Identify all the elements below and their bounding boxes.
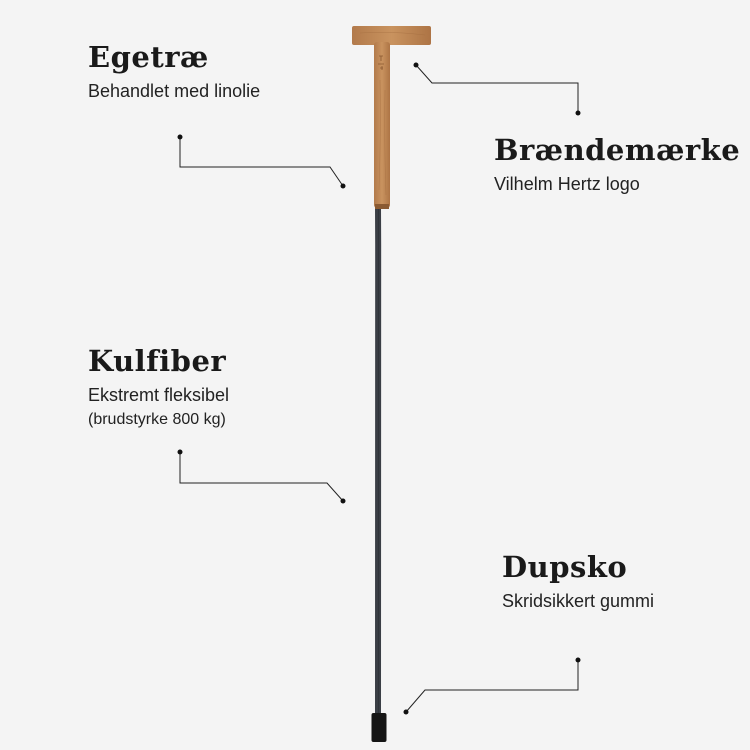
callout-subtitle: Behandlet med linolie <box>88 80 261 101</box>
callout-title: Egetræ <box>88 40 209 74</box>
handle-top-bar <box>352 26 431 45</box>
callout-note: (brudstyrke 800 kg) <box>88 411 226 429</box>
callout-subtitle: Ekstremt fleksibel <box>88 384 230 405</box>
callout-subtitle: Skridsikkert gummi <box>502 590 655 611</box>
callout-kulfiber: Kulfiber Ekstremt fleksibel (brudstyrke … <box>88 344 229 431</box>
wood-grain <box>359 32 426 196</box>
callout-dot <box>177 134 183 140</box>
callout-line-kulfiber <box>179 452 344 502</box>
rubber-tip <box>371 713 387 742</box>
callout-line-braendemaerke <box>415 64 579 113</box>
handle-stem <box>374 42 390 208</box>
callout-braendemaerke: Brændemærke Vilhelm Hertz logo <box>494 133 740 196</box>
callout-title: Kulfiber <box>88 344 227 378</box>
handle-ferrule <box>375 204 389 209</box>
callout-dot <box>340 498 346 504</box>
callout-line-dupsko <box>405 660 579 713</box>
callout-subtitle: Vilhelm Hertz logo <box>494 173 640 194</box>
callout-title: Dupsko <box>502 550 628 584</box>
callout-dot <box>340 183 346 189</box>
callout-line-egetrae <box>179 137 344 187</box>
callout-dupsko: Dupsko Skridsikkert gummi <box>502 550 654 613</box>
callout-dot <box>575 110 581 116</box>
callout-dot <box>177 449 183 455</box>
callout-dot <box>413 62 419 68</box>
callout-title: Brændemærke <box>494 133 741 167</box>
callout-dot <box>575 657 581 663</box>
brand-mark-logo <box>378 55 384 70</box>
callout-dot <box>403 709 409 715</box>
callout-egetrae: Egetræ Behandlet med linolie <box>88 40 260 103</box>
